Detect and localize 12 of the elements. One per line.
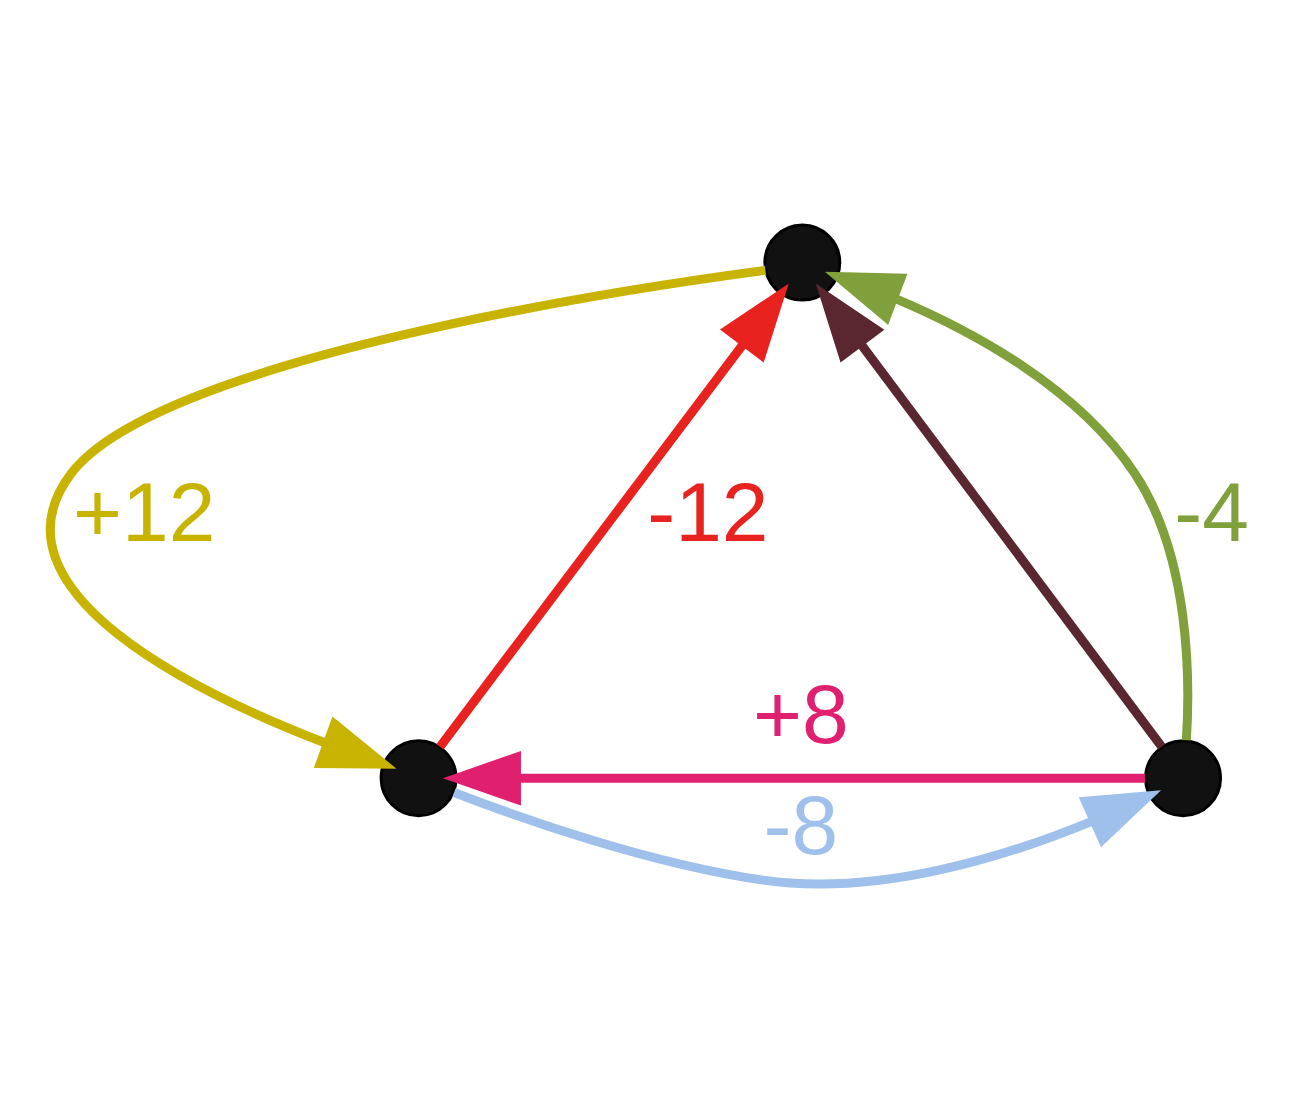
arrow	[442, 750, 1145, 806]
edge-label: -8	[763, 778, 839, 873]
node-circle	[763, 223, 842, 302]
arrow	[452, 788, 1162, 889]
edge-label: -12	[647, 465, 769, 560]
edge-label: +12	[73, 465, 216, 560]
node-circle	[379, 739, 458, 818]
node-circle	[1144, 739, 1223, 818]
edge-label: +8	[752, 667, 849, 762]
edge-label: -4	[1174, 465, 1249, 560]
arrow	[46, 265, 767, 769]
arrow	[436, 283, 789, 750]
